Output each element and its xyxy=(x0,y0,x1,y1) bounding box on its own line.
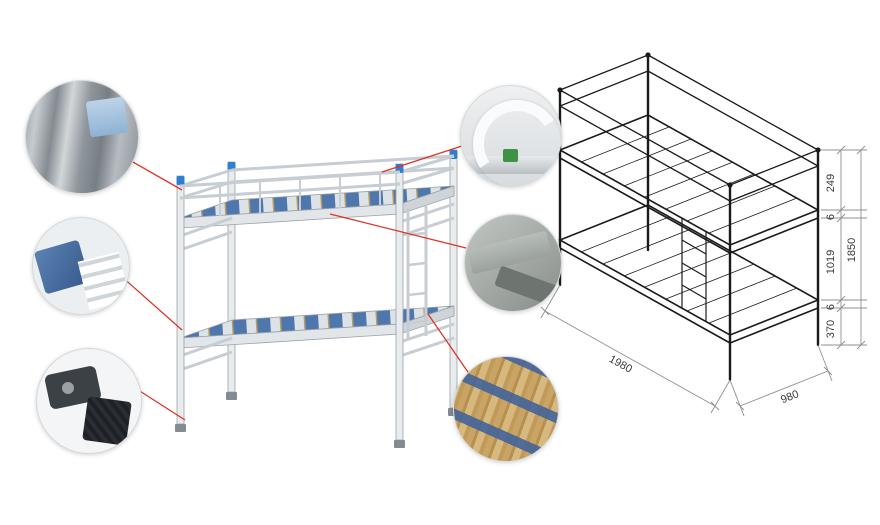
bunk-bed-product-render xyxy=(175,149,459,448)
drawing-post-caps xyxy=(557,52,821,188)
dim-label-total-height: 1850 xyxy=(846,238,858,262)
dim-label-tube-bottom: 6 xyxy=(825,304,837,310)
drawing-top-deck xyxy=(558,114,820,254)
dimension-lines xyxy=(540,145,867,417)
guardrail-spindles xyxy=(219,174,381,216)
callout-guardrail-tube-detail xyxy=(460,85,562,187)
foot-pads xyxy=(175,392,459,448)
drawing-guardrails xyxy=(559,54,819,202)
drawing-bottom-slats xyxy=(580,216,798,324)
dim-label-base-height: 370 xyxy=(825,320,837,338)
dimension-drawing: 249 6 1019 6 370 1850 1980 980 xyxy=(540,52,867,417)
drawing-bottom-deck xyxy=(558,204,820,344)
foot-pad-hole xyxy=(61,382,74,395)
side-rail-tubes xyxy=(77,252,129,311)
callout-frame-joint-detail xyxy=(25,80,139,194)
dim-label-length: 1980 xyxy=(607,353,634,375)
callout-wooden-slat-detail xyxy=(453,356,559,462)
dim-label-depth: 980 xyxy=(779,388,801,406)
connector-bracket-b xyxy=(493,264,558,306)
post-cap xyxy=(176,176,185,185)
dim-label-bunk-spacing: 1019 xyxy=(825,250,837,274)
top-guardrail-front xyxy=(179,170,401,200)
callout-side-rail-detail xyxy=(32,217,130,315)
guardrail-clip xyxy=(503,149,518,162)
guardrail-base-rail xyxy=(461,156,561,174)
foot-pad-part-b xyxy=(82,396,132,446)
drawing-posts xyxy=(558,53,820,382)
drawing-top-slats xyxy=(580,126,798,234)
dim-label-rail-height: 249 xyxy=(825,174,837,192)
frame-joint-highlight xyxy=(85,96,128,138)
callout-foot-pads-detail xyxy=(36,348,142,454)
callout-frame-connector-detail xyxy=(464,214,562,312)
drawing-ladder xyxy=(681,218,707,322)
dim-label-tube-top: 6 xyxy=(825,214,837,220)
